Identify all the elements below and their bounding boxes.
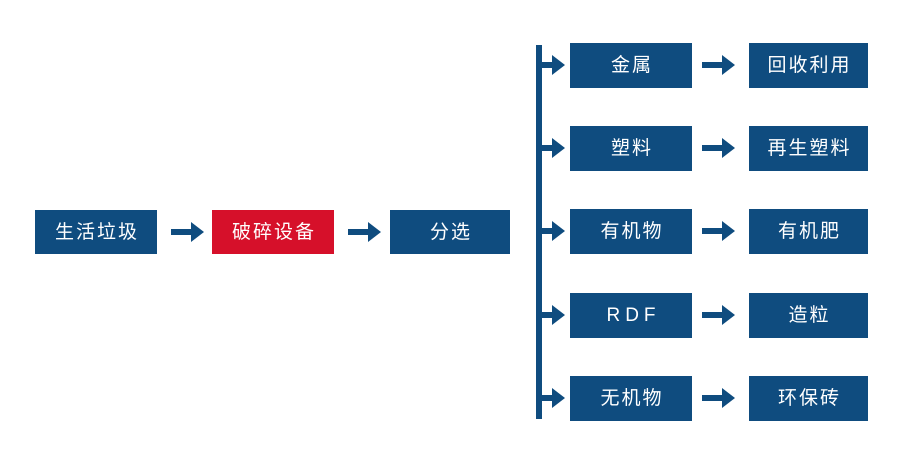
node-product-recycled-plastic[interactable]: 再生塑料 xyxy=(749,126,868,171)
branch-arrow-icon xyxy=(536,135,566,161)
node-material-metal[interactable]: 金属 xyxy=(570,43,692,88)
arrow-right-icon xyxy=(702,135,736,161)
node-material-inorganic[interactable]: 无机物 xyxy=(570,376,692,421)
node-material-organic[interactable]: 有机物 xyxy=(570,209,692,254)
arrow-right-icon xyxy=(702,52,736,78)
arrow-right-icon xyxy=(171,219,205,245)
node-crusher[interactable]: 破碎设备 xyxy=(212,210,334,254)
node-product-eco-brick[interactable]: 环保砖 xyxy=(749,376,868,421)
node-sorting[interactable]: 分选 xyxy=(390,210,510,254)
node-product-pelletizing[interactable]: 造粒 xyxy=(749,293,868,338)
branch-arrow-icon xyxy=(536,52,566,78)
arrow-right-icon xyxy=(702,218,736,244)
node-product-recycling[interactable]: 回收利用 xyxy=(749,43,868,88)
node-product-organic-fertilizer[interactable]: 有机肥 xyxy=(749,209,868,254)
branch-arrow-icon xyxy=(536,385,566,411)
arrow-right-icon xyxy=(702,302,736,328)
node-input[interactable]: 生活垃圾 xyxy=(35,210,157,254)
branch-arrow-icon xyxy=(536,302,566,328)
node-material-plastic[interactable]: 塑料 xyxy=(570,126,692,171)
node-material-rdf[interactable]: RDF xyxy=(570,293,692,338)
arrow-right-icon xyxy=(702,385,736,411)
arrow-right-icon xyxy=(348,219,382,245)
branch-arrow-icon xyxy=(536,218,566,244)
